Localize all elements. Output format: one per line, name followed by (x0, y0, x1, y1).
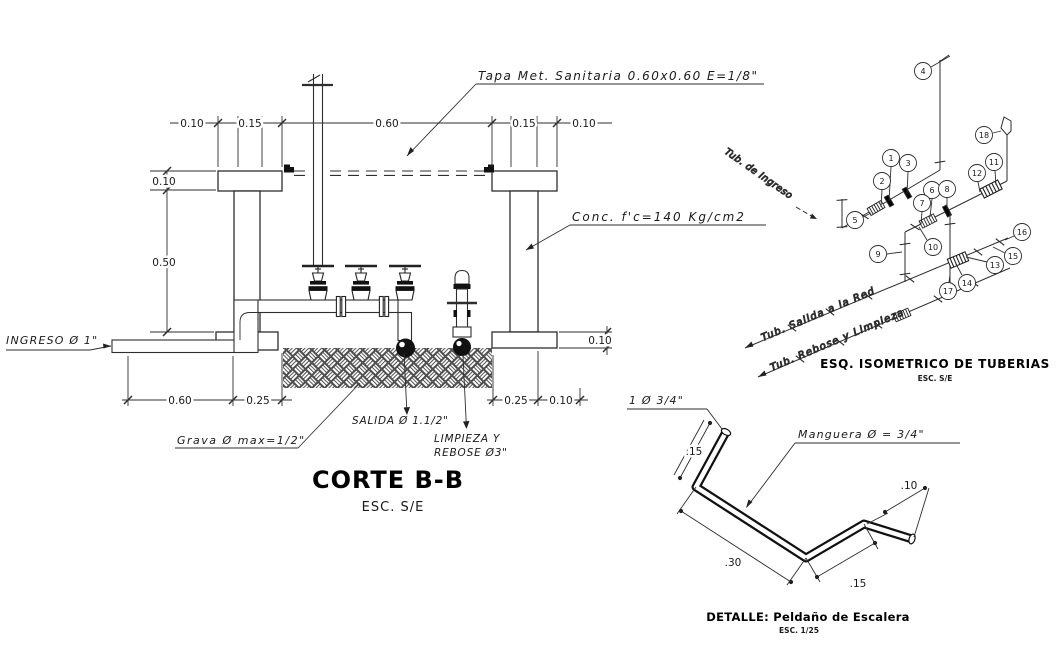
grava-label: Grava Ø max=1/2" (177, 434, 306, 447)
corte-title: CORTE B-B (312, 466, 464, 494)
ingreso-pipe (111, 299, 259, 354)
iso-pipework (744, 54, 1012, 378)
balloon-4: 4 (914, 55, 951, 80)
dim-text: 0.10 (180, 118, 203, 130)
balloon-10: 10 (918, 226, 942, 256)
dim-text: 0.25 (504, 395, 527, 407)
detalle-title: DETALLE: Peldaño de Escalera (706, 610, 910, 624)
gate-valve (343, 264, 379, 302)
rung-tube (691, 427, 916, 563)
svg-text:6: 6 (929, 186, 934, 195)
svg-text:15: 15 (1008, 252, 1018, 261)
svg-text:8: 8 (944, 185, 949, 194)
dim-text: 0.10 (152, 176, 175, 188)
rod-label: 1 Ø 3/4" (629, 394, 684, 407)
dim-text: .10 (901, 480, 918, 492)
gravel-hatch (283, 348, 492, 388)
balloon-11: 11 (985, 153, 1003, 186)
tapa-dashed-line (284, 164, 494, 176)
iso-balloons: 1 2 3 4 5 6 7 8 9 10 11 12 13 14 15 16 1… (846, 55, 1031, 300)
svg-text:2: 2 (879, 177, 884, 186)
dim-text: 0.10 (549, 395, 572, 407)
isometrico-title: ESQ. ISOMETRICO DE TUBERIAS (820, 357, 1050, 371)
dim-text: 0.60 (168, 395, 191, 407)
tapa-label: Tapa Met. Sanitaria 0.60x0.60 E=1/8" (478, 69, 759, 83)
balloon-12: 12 (968, 164, 986, 193)
gate-valve (300, 264, 336, 302)
balloon-2: 2 (873, 172, 891, 208)
balloon-17: 17 (939, 274, 957, 300)
dim-text: 0.10 (572, 118, 595, 130)
dim-bottom-right: 0.25 0.10 (487, 351, 588, 410)
detalle-scale: ESC. 1/25 (779, 626, 819, 635)
dim-right: 0.10 (559, 326, 614, 355)
dim-bottom-left: 0.60 0.25 (122, 353, 292, 410)
svg-text:13: 13 (990, 261, 1000, 270)
dim-text: .30 (725, 557, 742, 569)
dim-text: 0.10 (588, 335, 611, 347)
balloon-1: 1 (882, 149, 900, 202)
balloon-3: 3 (899, 154, 917, 195)
conc-label: Conc. f'c=140 Kg/cm2 (572, 210, 746, 224)
svg-text:4: 4 (920, 67, 925, 76)
dim-text: .15 (850, 578, 867, 590)
svg-text:11: 11 (989, 158, 999, 167)
corte-callouts: Tapa Met. Sanitaria 0.60x0.60 E=1/8" Con… (6, 69, 766, 459)
right-wall (491, 170, 558, 349)
svg-text:18: 18 (979, 131, 989, 140)
balloon-14: 14 (955, 263, 976, 292)
balloon-16: 16 (1004, 223, 1031, 241)
balloon-5: 5 (846, 211, 872, 229)
detalle-peldano: .15 .30 .15 .10 1 Ø 3/4" Mangue (627, 394, 960, 635)
svg-text:16: 16 (1017, 228, 1027, 237)
tub-ingreso-label: Tub. de Ingreso (722, 146, 794, 201)
svg-text:3: 3 (905, 159, 910, 168)
balloon-6: 6 (923, 181, 941, 218)
manifold-pipe (257, 299, 415, 358)
dim-text: 0.60 (375, 118, 398, 130)
dim-top: 0.10 0.15 0.60 0.15 0.10 (170, 116, 612, 167)
balloon-18: 18 (975, 126, 1002, 144)
dim-text: 0.25 (246, 395, 269, 407)
rebose-standpipe (447, 269, 477, 356)
balloon-8: 8 (938, 180, 956, 209)
svg-text:7: 7 (919, 199, 924, 208)
gate-valve (387, 264, 423, 302)
vent-pipe (302, 74, 333, 266)
svg-text:14: 14 (962, 279, 972, 288)
corte-b-b-section: 0.10 0.15 0.60 0.15 0.10 0.10 0.50 (6, 69, 766, 515)
dim-text: .15 (686, 446, 703, 458)
balloon-13: 13 (965, 256, 1004, 274)
dim-text: 0.50 (152, 257, 175, 269)
svg-text:5: 5 (852, 216, 857, 225)
svg-text:9: 9 (875, 250, 880, 259)
detalle-dims: .15 .30 .15 .10 (673, 419, 930, 593)
salida-label: SALIDA Ø 1.1/2" (352, 415, 449, 427)
svg-text:12: 12 (972, 169, 982, 178)
isometric-diagram: Tub. de Ingreso Tub. Salida a la Red Tub… (722, 54, 1050, 383)
detalle-callouts: 1 Ø 3/4" Manguera Ø = 3/4" (627, 394, 960, 508)
dim-left: 0.10 0.50 (150, 166, 216, 337)
balloon-7: 7 (913, 194, 931, 225)
svg-text:10: 10 (928, 243, 938, 252)
ingreso-label: INGRESO Ø 1" (6, 334, 98, 347)
dim-text: 0.15 (512, 118, 535, 130)
balloon-9: 9 (869, 245, 903, 263)
limpieza-label-2: REBOSE Ø3" (434, 447, 508, 459)
isometrico-scale: ESC. S/E (918, 374, 953, 383)
dim-text: 0.15 (238, 118, 261, 130)
balloon-15: 15 (992, 246, 1022, 265)
svg-text:17: 17 (943, 287, 953, 296)
corte-scale: ESC. S/E (362, 500, 425, 515)
limpieza-label-1: LIMPIEZA Y (434, 433, 501, 445)
manguera-label: Manguera Ø = 3/4" (798, 428, 925, 441)
svg-text:1: 1 (888, 154, 893, 163)
